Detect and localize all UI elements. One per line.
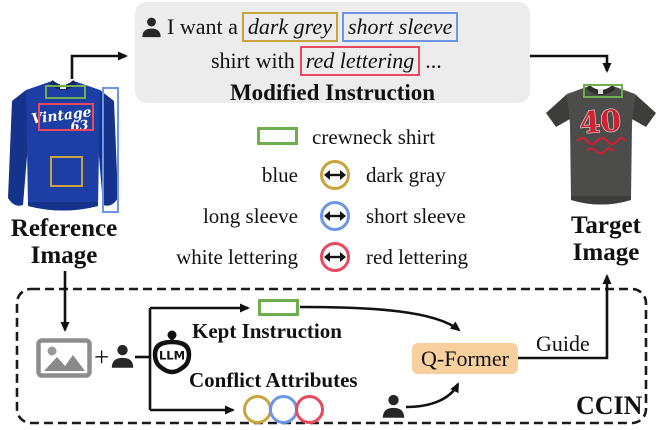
image-icon xyxy=(36,338,92,378)
user-icon xyxy=(382,394,405,418)
llm-icon: LLM xyxy=(152,330,192,375)
swap-icon-lettering xyxy=(320,242,350,272)
kept-instruction-label: Kept Instruction xyxy=(192,319,342,343)
ccin-module-label: CCIN xyxy=(576,391,643,420)
instruction-line2-prefix: shirt with xyxy=(211,48,295,73)
instruction-prefix: I want a xyxy=(167,14,238,39)
target-shirt-image: 40 xyxy=(546,85,656,205)
user-icon xyxy=(142,17,161,37)
target-label-line2: Image xyxy=(572,239,640,266)
reference-color-annotation xyxy=(50,156,83,187)
arrow-instruction-to-target xyxy=(530,54,612,73)
target-print-number: 40 xyxy=(578,104,622,142)
plus-sign: + xyxy=(94,342,110,372)
target-image-label: Target Image xyxy=(550,212,662,266)
reference-image-label: Reference Image xyxy=(2,215,126,269)
double-arrow-icon xyxy=(324,211,346,221)
reference-sleeve-annotation xyxy=(102,87,119,213)
legend-crewneck-label: crewneck shirt xyxy=(312,125,436,149)
attribute-red-lettering: red lettering xyxy=(299,46,421,76)
legend-right-red-lettering: red lettering xyxy=(366,245,469,269)
legend-left-white-lettering: white lettering xyxy=(176,245,298,269)
modified-instruction-box: I want a dark grey short sleeve shirt wi… xyxy=(135,2,530,105)
instruction-ellipsis: ... xyxy=(425,48,442,73)
arrow-reference-to-instruction xyxy=(70,51,128,79)
double-arrow-icon xyxy=(324,170,346,180)
conflict-circle-lettering xyxy=(295,395,324,424)
reference-shirt-image: Vintage 63 xyxy=(8,80,118,211)
conflict-circle-color xyxy=(243,395,272,424)
conflict-attributes-label: Conflict Attributes xyxy=(189,368,358,392)
double-arrow-icon xyxy=(324,252,346,262)
attribute-short-sleeve: short sleeve xyxy=(341,12,459,42)
reference-crewneck-annotation xyxy=(45,85,86,99)
reference-label-line2: Image xyxy=(30,242,98,269)
target-print-script-line2 xyxy=(586,147,615,155)
instruction-line1: I want a dark grey short sleeve xyxy=(140,12,459,42)
reference-lettering-annotation xyxy=(38,103,94,131)
target-crewneck-annotation xyxy=(583,84,623,98)
reference-label-line1: Reference xyxy=(10,215,118,242)
legend-right-short-sleeve: short sleeve xyxy=(366,204,466,228)
legend-crewneck-swatch xyxy=(257,127,298,145)
legend-left-blue: blue xyxy=(261,163,298,187)
instruction-line2: shirt with red lettering ... xyxy=(211,46,442,76)
legend-right-dark-gray: dark gray xyxy=(366,163,446,187)
reference-print-word: Vintage xyxy=(31,104,93,127)
kept-instruction-swatch xyxy=(258,299,299,316)
llm-icon-label: LLM xyxy=(159,349,185,363)
legend-left-long-sleeve: long sleeve xyxy=(202,204,298,228)
swap-icon-sleeve xyxy=(320,201,350,231)
modified-instruction-title: Modified Instruction xyxy=(229,80,436,105)
user-icon xyxy=(111,344,134,368)
arrow-person-to-qformer xyxy=(405,382,460,409)
conflict-circle-sleeve xyxy=(269,395,298,424)
guide-label: Guide xyxy=(536,331,590,356)
swap-icon-color xyxy=(320,160,350,190)
attribute-dark-grey: dark grey xyxy=(241,12,338,42)
target-print-script-line1 xyxy=(576,136,627,146)
target-label-line1: Target xyxy=(571,212,641,239)
qformer-block: Q-Former xyxy=(412,343,518,374)
